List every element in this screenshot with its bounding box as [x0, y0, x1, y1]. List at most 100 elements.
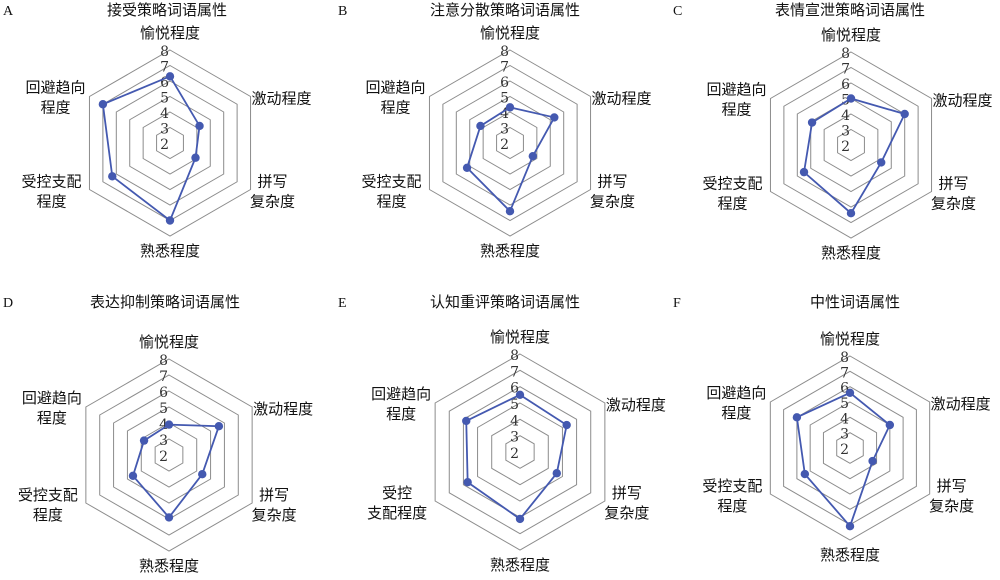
tick-label: 8: [160, 44, 169, 60]
data-point: [139, 436, 149, 445]
data-point: [792, 413, 802, 422]
axis-label: 回避趋向: [22, 389, 82, 407]
tick-label: 7: [840, 365, 849, 381]
axis-label: 回避趋向: [706, 384, 766, 402]
grid-ring-3: [836, 432, 864, 464]
tick-label: 2: [160, 137, 169, 153]
tick-label: 3: [159, 433, 168, 449]
axis-label: 拼写: [939, 175, 969, 193]
grid-ring-6: [455, 80, 565, 206]
tick-label: 7: [159, 369, 168, 385]
axis-label: 受控支配: [21, 173, 81, 191]
tick-label: 7: [510, 364, 519, 380]
axis-label: 拼写: [937, 477, 967, 495]
panel-letter: E: [338, 296, 347, 311]
axis-label: 程度: [40, 99, 70, 117]
axis-label: 回避趋向: [365, 79, 425, 97]
axis-label: 程度: [717, 195, 747, 213]
grid-ring-5: [129, 95, 211, 191]
tick-label: 3: [160, 122, 169, 138]
grid-ring-8: [769, 51, 933, 239]
axis-label: 拼写: [258, 173, 288, 191]
chart-title: 表达抑制策略词语属性: [90, 293, 240, 311]
axis-label: 熟悉程度: [140, 242, 200, 260]
axis-label: 复杂度: [604, 504, 649, 522]
data-point: [845, 522, 855, 531]
panel-letter: B: [338, 4, 347, 19]
axis-label: 受控: [382, 484, 412, 502]
data-point: [900, 109, 909, 119]
tick-label: 4: [840, 411, 849, 427]
axis-label: 支配程度: [367, 504, 427, 522]
data-point: [108, 172, 117, 181]
data-point: [807, 118, 817, 127]
grid-ring-5: [126, 406, 212, 504]
data-point: [515, 390, 525, 400]
tick-label: 8: [841, 46, 850, 62]
tick-label: 5: [841, 93, 850, 109]
data-point: [877, 158, 886, 167]
data-point: [164, 513, 174, 522]
data-point: [562, 420, 571, 430]
grid-ring-3: [837, 128, 865, 162]
grid-ring-7: [99, 374, 239, 536]
grid-ring-5: [477, 402, 563, 502]
grid-ring-3: [496, 126, 524, 160]
data-point: [476, 121, 485, 131]
tick-label: 6: [500, 75, 509, 91]
data-point: [198, 470, 207, 479]
panel-letter: A: [3, 4, 14, 19]
tick-label: 5: [500, 91, 509, 107]
data-point: [528, 151, 538, 161]
tick-label: 8: [510, 348, 519, 364]
data-point: [552, 469, 561, 478]
grid-ring-3: [505, 435, 535, 469]
grid-ring-5: [469, 95, 551, 191]
tick-label: 6: [841, 77, 850, 93]
tick-label: 2: [841, 139, 850, 155]
data-point: [191, 153, 200, 162]
axis-label: 受控支配: [361, 173, 421, 191]
axis-label: 程度: [376, 193, 406, 211]
data-point: [800, 469, 810, 479]
axis-label: 程度: [37, 409, 67, 427]
tick-label: 8: [159, 353, 168, 369]
chart-title: 表情宣泄策略词语属性: [775, 1, 925, 19]
axis-label: 拼写: [612, 484, 642, 502]
axis-label: 回避趋向: [371, 385, 431, 403]
data-point: [98, 100, 108, 109]
tick-label: 4: [160, 106, 169, 122]
data-point: [462, 416, 471, 426]
axis-label: 激动程度: [931, 395, 991, 413]
grid-ring-4: [142, 111, 198, 175]
axis-label: 程度: [36, 193, 66, 211]
axis-label: 受控支配: [18, 486, 78, 504]
tick-label: 2: [500, 137, 509, 153]
series-line: [101, 75, 201, 222]
axis-label: 激动程度: [592, 90, 652, 108]
data-point: [214, 422, 224, 431]
axis-label: 回避趋向: [25, 79, 85, 97]
axis-label: 复杂度: [929, 497, 974, 515]
tick-label: 2: [159, 449, 168, 465]
tick-label: 3: [841, 124, 850, 140]
chart-title: 注意分散策略词语属性: [430, 1, 580, 19]
tick-label: 5: [840, 396, 849, 412]
axis-label: 拼写: [598, 173, 628, 191]
tick-label: 7: [160, 60, 169, 76]
data-point: [846, 94, 856, 103]
grid-ring-4: [822, 416, 878, 480]
axis-label: 程度: [717, 497, 747, 515]
axis-label: 熟悉程度: [480, 242, 540, 260]
data-point: [515, 514, 525, 524]
data-point: [799, 167, 809, 177]
grid-ring-7: [448, 369, 592, 535]
axis-label: 愉悦程度: [490, 328, 550, 346]
data-point: [885, 420, 895, 430]
tick-label: 6: [840, 381, 849, 397]
data-point: [165, 216, 175, 225]
data-point: [550, 113, 559, 122]
